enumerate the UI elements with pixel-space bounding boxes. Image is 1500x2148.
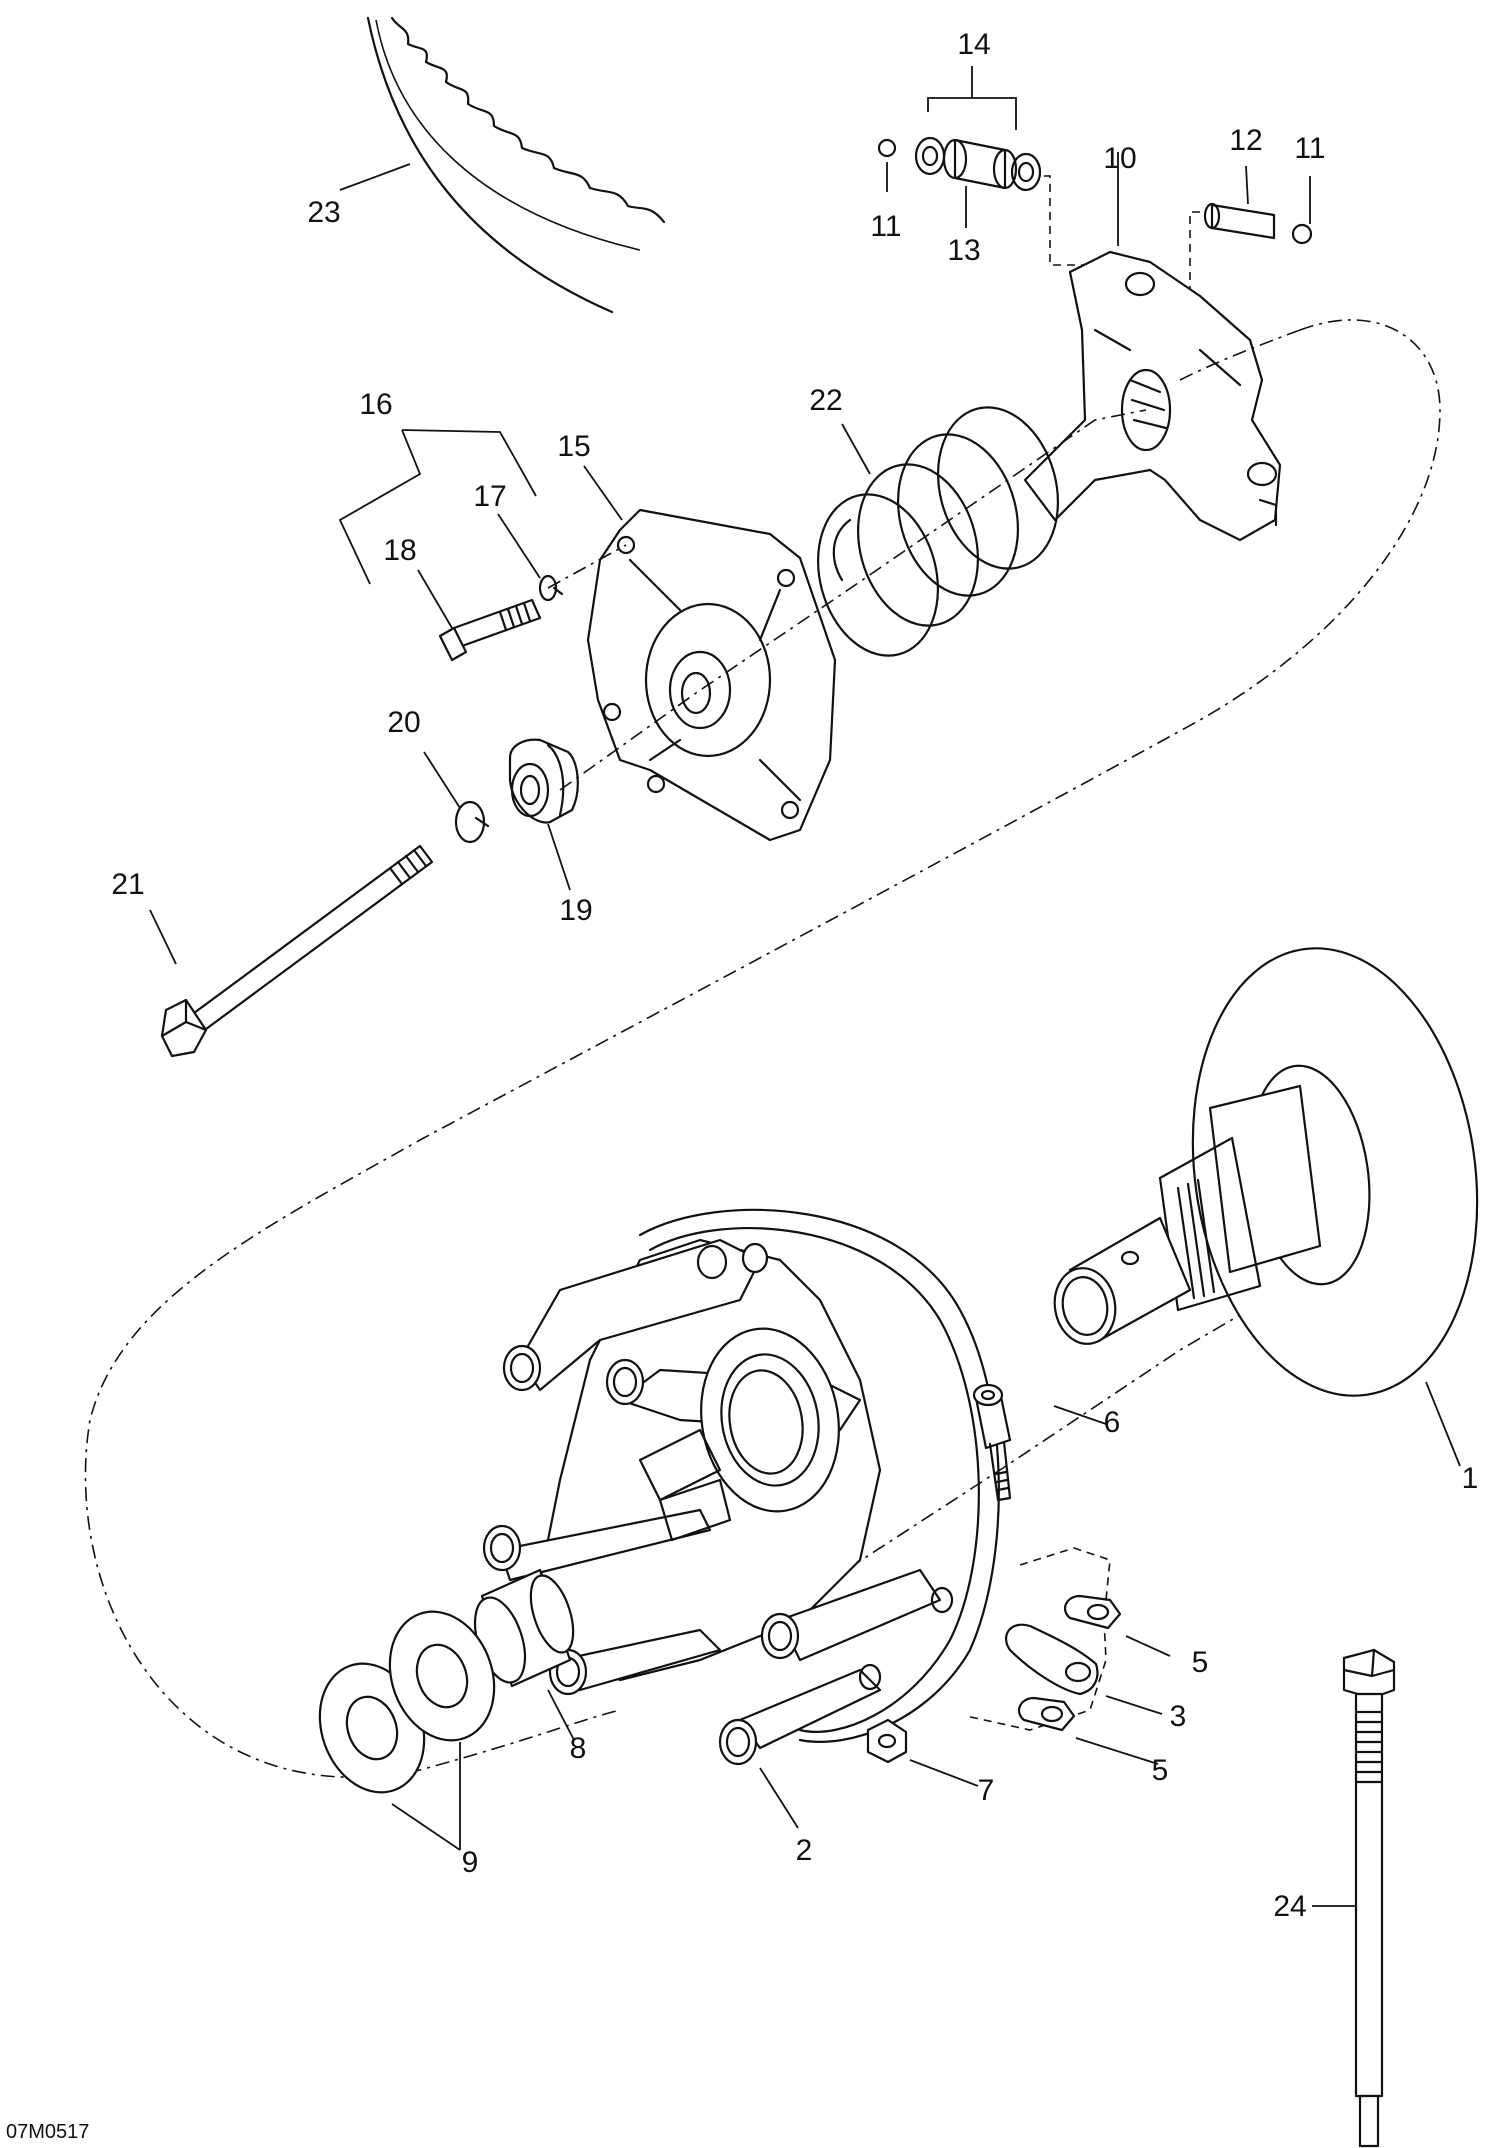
callout-19: 19 — [559, 894, 592, 927]
callout-13: 13 — [947, 234, 980, 267]
cup-bushing[interactable] — [508, 738, 579, 824]
callout-11a: 11 — [870, 210, 901, 243]
spider-cam[interactable] — [1023, 250, 1282, 542]
callout-5b: 5 — [1152, 1754, 1169, 1787]
callout-1: 1 — [1462, 1462, 1479, 1495]
callout-15: 15 — [557, 430, 590, 463]
callout-12: 12 — [1229, 124, 1262, 157]
callout-8: 8 — [570, 1732, 587, 1765]
callout-24: 24 — [1273, 1890, 1306, 1923]
callout-5a: 5 — [1192, 1646, 1209, 1679]
callout-22: 22 — [809, 384, 842, 417]
lock-washer[interactable] — [454, 800, 490, 844]
spring[interactable] — [801, 394, 1075, 669]
cover-plate[interactable] — [586, 508, 837, 842]
callout-17: 17 — [473, 480, 506, 513]
callout-21: 21 — [111, 868, 144, 901]
drive-belt[interactable] — [366, 16, 666, 314]
callout-7: 7 — [978, 1774, 995, 1807]
fixed-sheave[interactable] — [1049, 930, 1500, 1415]
callout-3: 3 — [1170, 1700, 1187, 1733]
lever-assembly[interactable] — [965, 1547, 1122, 1732]
shim-washers[interactable] — [302, 1597, 511, 1807]
bushing-set[interactable] — [877, 66, 1110, 266]
callout-23: 23 — [307, 196, 340, 229]
callout-14: 14 — [957, 28, 990, 61]
long-bolt-tool[interactable] — [1342, 1648, 1396, 2148]
callout-16: 16 — [359, 388, 392, 421]
leader-lines — [149, 152, 1461, 1907]
callout-9: 9 — [462, 1846, 479, 1879]
nut[interactable] — [866, 1718, 908, 1764]
callout-6: 6 — [1104, 1406, 1121, 1439]
callout-11b: 11 — [1294, 132, 1325, 165]
callout-2: 2 — [796, 1834, 813, 1867]
callout-18: 18 — [383, 534, 416, 567]
movable-sheave[interactable] — [482, 1208, 1000, 1766]
pin-assembly[interactable] — [1162, 202, 1313, 291]
screw-and-washer[interactable] — [438, 574, 564, 662]
callout-labels: 1 2 3 5 5 6 7 8 9 10 11 11 12 13 14 15 1… — [111, 28, 1478, 1923]
cap-screw[interactable] — [972, 1383, 1012, 1502]
belt-path-outline — [84, 319, 1441, 1778]
drawing-code: 07M0517 — [6, 2121, 89, 2143]
long-bolt[interactable] — [160, 844, 434, 1058]
callout-10: 10 — [1103, 142, 1136, 175]
callout-20: 20 — [387, 706, 420, 739]
